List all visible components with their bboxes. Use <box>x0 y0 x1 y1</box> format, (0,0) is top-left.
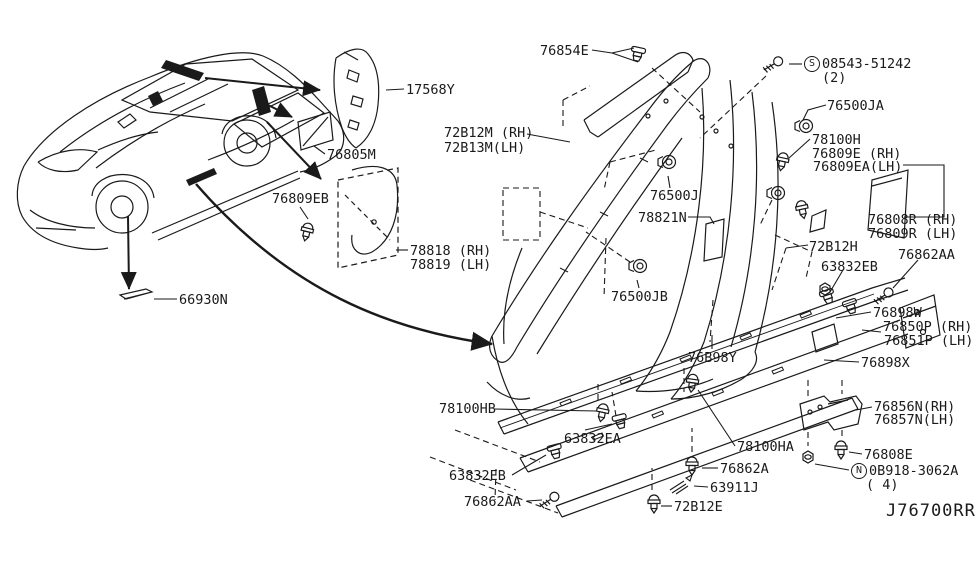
callout-arrows <box>120 77 494 351</box>
bolt-72B12E-icon <box>647 494 661 514</box>
part-label-76851P: 76851P (LH) <box>884 333 974 349</box>
sill-strips-sketch <box>497 277 941 518</box>
part-label-78818: 78818 (RH) <box>410 243 492 259</box>
nut-qty: ( 4) <box>866 477 899 493</box>
part-label-66930N: 66930N <box>179 292 228 308</box>
grommet-76500JA-icon <box>794 118 814 134</box>
screw-76862AA-right-icon <box>872 286 894 306</box>
drawing-code: J76700RR <box>886 501 975 521</box>
body-side-panel-sketch <box>486 51 909 425</box>
bolt-76808E-icon <box>834 440 848 460</box>
bolt-76809EB-icon <box>298 221 316 243</box>
part-label-76898X: 76898X <box>861 355 910 371</box>
clip-icon <box>841 297 861 316</box>
part-label-72B13M: 72B13M(LH) <box>444 140 526 156</box>
part-label-78100H: 78100H <box>812 132 861 148</box>
part-label-76862A: 76862A <box>720 461 769 477</box>
bracket-76856N-sketch <box>799 395 863 431</box>
mudguard-76809E-sketch <box>867 169 909 239</box>
part-label-63832EB-left: 63832EB <box>449 468 506 484</box>
rivet-63911J-icon <box>669 473 693 495</box>
part-label-63911J: 63911J <box>710 480 759 496</box>
part-label-76857N: 76857N(LH) <box>874 412 956 428</box>
plate-76805M-sketch <box>297 111 334 151</box>
part-label-76B98Y: 76B98Y <box>688 350 737 366</box>
part-label-78819: 78819 (LH) <box>410 257 492 273</box>
part-label-76850P: 76850P (RH) <box>883 319 973 335</box>
part-label-76854E: 76854E <box>540 43 589 59</box>
part-label-78100HB: 78100HB <box>439 401 496 417</box>
part-label-76500J: 76500J <box>650 188 699 204</box>
screw-part-number: 08543-51242 <box>822 56 912 72</box>
pillar-garnish-17568Y-sketch <box>333 48 380 149</box>
nut-icon <box>819 282 831 296</box>
part-label-76805M: 76805M <box>327 147 376 163</box>
part-label-76809R: 76809R (LH) <box>868 226 958 242</box>
bolt-78100HB-icon <box>593 402 611 424</box>
part-label-76500JA: 76500JA <box>827 98 884 114</box>
part-label-76808R: 76808R (RH) <box>868 212 958 228</box>
part-label-76500JB: 76500JB <box>611 289 668 305</box>
part-label-76862AA-right: 76862AA <box>898 247 955 263</box>
screw-08543-icon <box>761 54 784 75</box>
grommet-76500JB-icon <box>628 258 648 274</box>
part-label-78821N: 78821N <box>638 210 687 226</box>
strip-66930N-sketch <box>118 288 154 300</box>
nut-part-number: 0B918-3062A <box>869 463 959 479</box>
part-label-72B12E: 72B12E <box>674 499 723 515</box>
circled-n-icon: N <box>851 463 867 479</box>
part-label-76856N: 76856N(RH) <box>874 399 956 415</box>
part-label-76809E: 76809E (RH) <box>812 146 902 162</box>
part-label-63832EB-right: 63832EB <box>821 259 878 275</box>
part-label-17568Y: 17568Y <box>406 82 455 98</box>
part-label-76862AA-left: 76862AA <box>464 494 521 510</box>
screw-qty: (2) <box>822 70 847 86</box>
part-label-72B12M: 72B12M (RH) <box>444 125 534 141</box>
part-label-63832EA: 63832EA <box>564 431 621 447</box>
part-label-76809EB: 76809EB <box>272 191 329 207</box>
part-label-76898W: 76898W <box>873 305 922 321</box>
bolt-76862A-icon <box>685 456 699 476</box>
part-label-76808E: 76808E <box>864 447 913 463</box>
fasteners <box>298 45 894 514</box>
grommet-76500J-icon <box>657 154 677 170</box>
grommet-icon <box>766 185 786 201</box>
plate-78821N-sketch <box>703 218 725 262</box>
wheelhouse-protector-78818-sketch <box>337 165 399 269</box>
circled-s-icon: S <box>804 56 820 72</box>
nut-0B918-icon <box>802 450 814 464</box>
part-label-78100HA: 78100HA <box>737 439 794 455</box>
bolt-icon <box>793 199 811 221</box>
car-sketch <box>16 52 345 251</box>
leader-lines <box>154 47 945 507</box>
part-label-76809EA: 76809EA(LH) <box>813 159 903 175</box>
dashed-construction-lines <box>429 67 843 514</box>
part-label-72B12H: 72B12H <box>809 239 858 255</box>
